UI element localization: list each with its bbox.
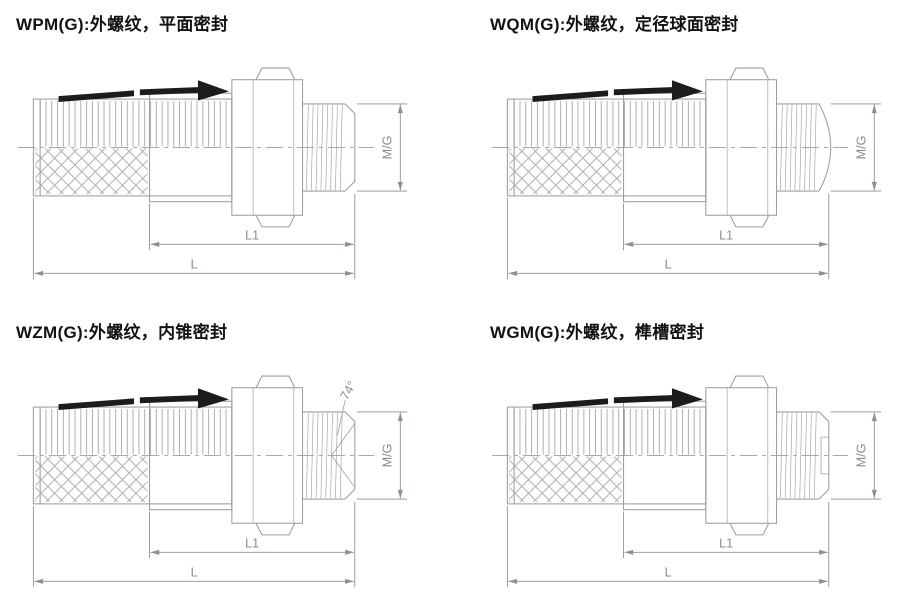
dim-label-l: L: [191, 566, 198, 580]
fitting-body: [17, 67, 408, 280]
dim-label-l1: L1: [245, 536, 259, 550]
fitting-drawing-wpm: M/G L1 L: [17, 67, 408, 280]
fitting-body: [491, 375, 882, 588]
fitting-drawing-wgm: M/G L1 L: [491, 375, 882, 588]
dim-label-l1: L1: [719, 536, 733, 550]
panel-title-wgm: WGM(G):外螺纹，榫槽密封: [490, 323, 705, 342]
panel-wpm: WPM(G):外螺纹，平面密封 M/G L1 L: [0, 0, 454, 308]
flat-seal-end: [344, 103, 356, 192]
dim-label-l: L: [665, 258, 672, 272]
fitting-body: [491, 67, 882, 280]
dim-label-l1: L1: [719, 228, 733, 242]
flat-seal-end: [818, 411, 830, 500]
fitting-drawing-wzm: 74° M/G L1 L: [17, 375, 408, 588]
angle-leader-line: [336, 400, 346, 436]
dim-label-mg: M/G: [855, 444, 869, 468]
flat-seal-end: [344, 411, 356, 500]
panel-wgm: WGM(G):外螺纹，榫槽密封 M/G L1 L: [454, 308, 908, 616]
dim-label-mg: M/G: [381, 136, 395, 160]
panel-title-wzm: WZM(G):外螺纹，内锥密封: [16, 323, 228, 342]
fitting-drawing-wqm: M/G L1 L: [491, 67, 882, 280]
fitting-body: [17, 375, 408, 588]
panel-wzm: WZM(G):外螺纹，内锥密封 74° M/G L1 L: [0, 308, 454, 616]
groove-seal-lines: [820, 436, 829, 475]
dim-label-l1: L1: [245, 228, 259, 242]
dim-label-mg: M/G: [855, 136, 869, 160]
panel-wqm: WQM(G):外螺纹，定径球面密封 M/G L1 L: [454, 0, 908, 308]
cone-seal-lines: [331, 423, 356, 488]
panel-title-wpm: WPM(G):外螺纹，平面密封: [16, 15, 229, 34]
panel-title-wqm: WQM(G):外螺纹，定径球面密封: [490, 15, 739, 34]
angle-label: 74°: [338, 379, 360, 402]
dim-label-mg: M/G: [381, 444, 395, 468]
dim-label-l: L: [665, 566, 672, 580]
dim-label-l: L: [191, 258, 198, 272]
spherical-seal-end: [818, 103, 832, 192]
